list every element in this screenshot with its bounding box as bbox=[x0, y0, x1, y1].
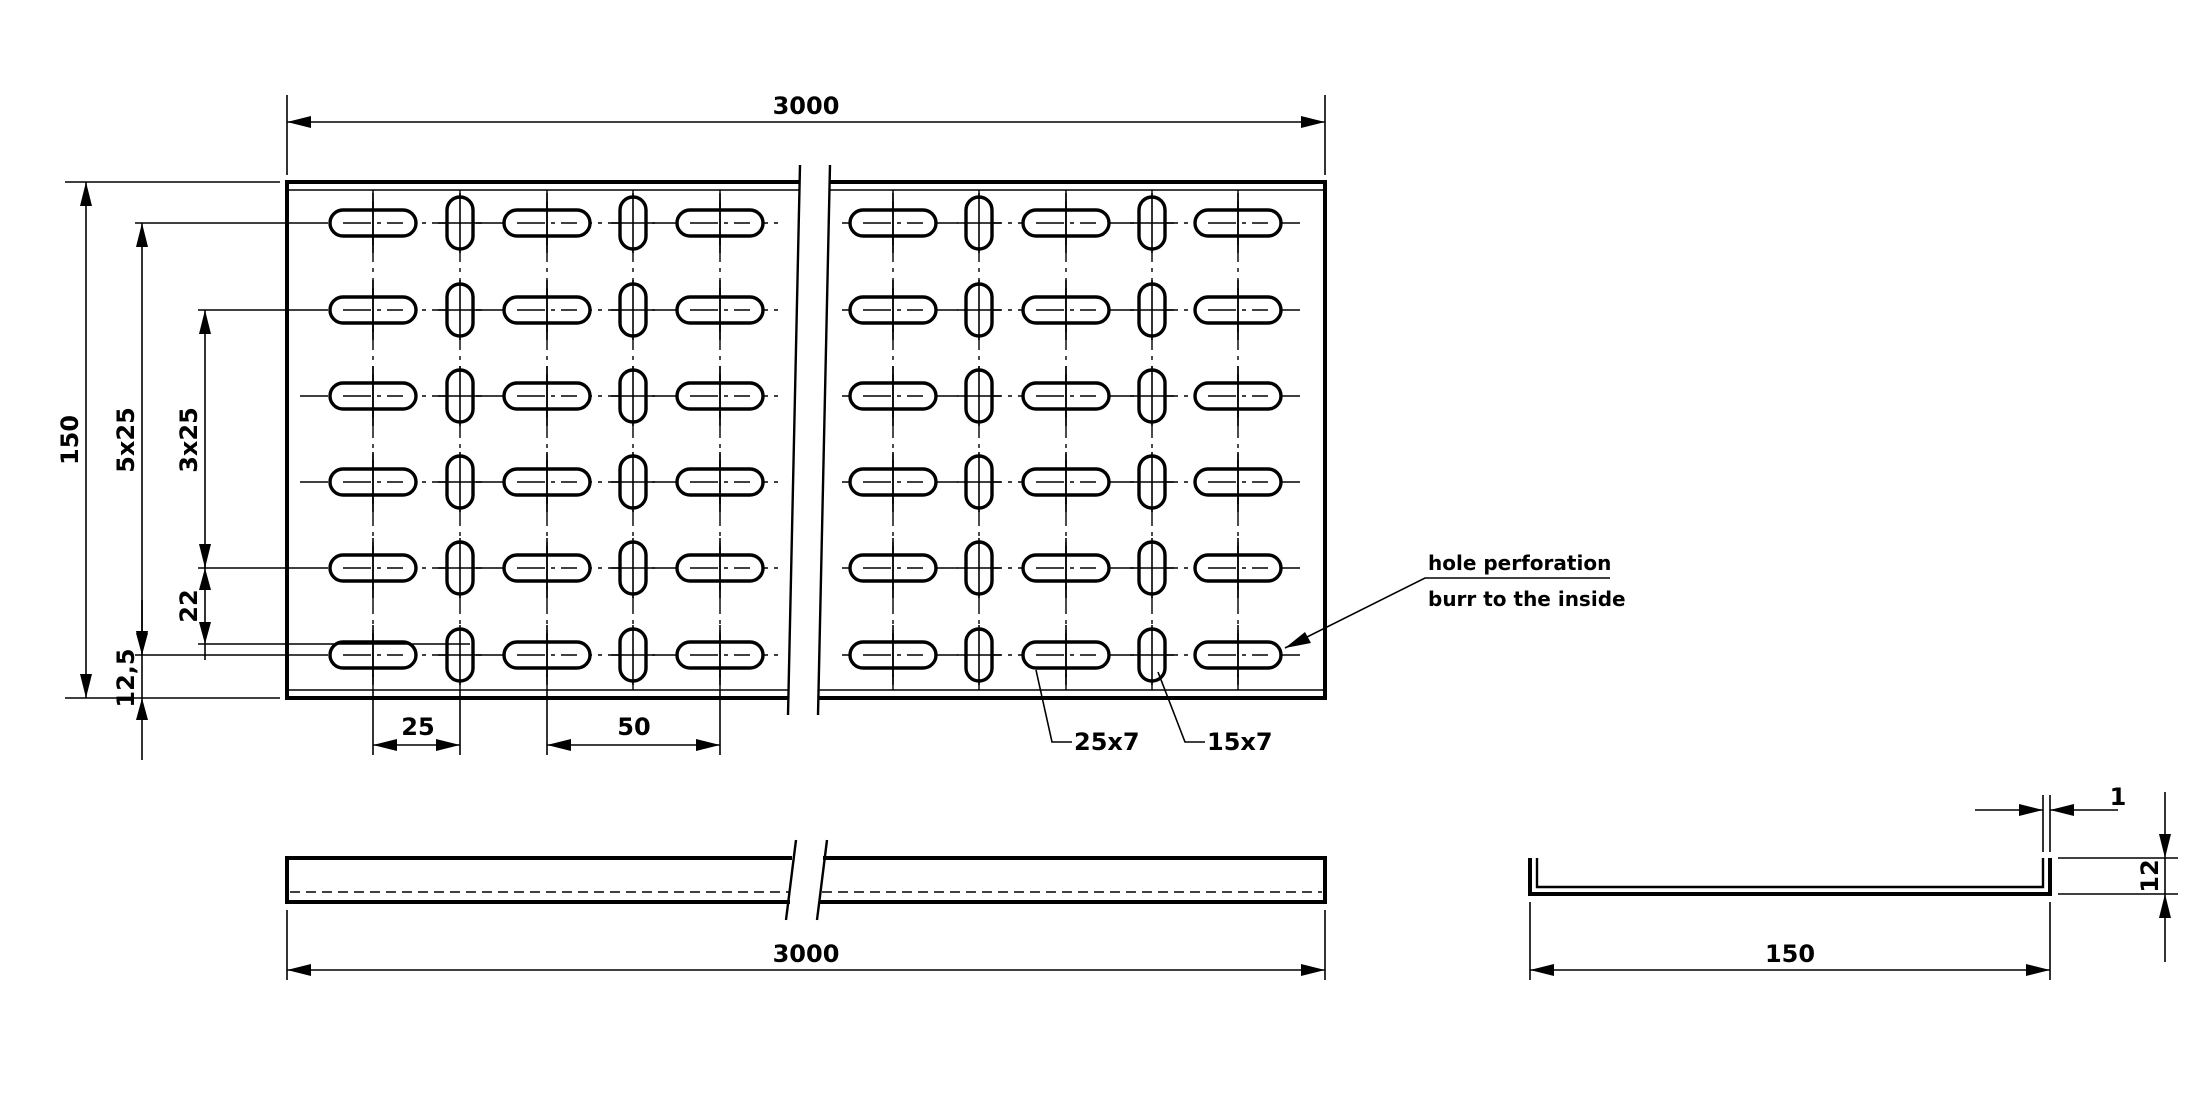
dim-section-height: 12 bbox=[2058, 792, 2178, 962]
dim-width-150-label: 150 bbox=[56, 415, 84, 465]
dim-5x25-label: 5x25 bbox=[112, 407, 140, 473]
section-profile-inner bbox=[1535, 858, 2045, 889]
note-line-2: burr to the inside bbox=[1428, 587, 1626, 611]
break-line-right bbox=[816, 164, 832, 716]
dim-50: 50 bbox=[546, 690, 721, 755]
section-view: 150 12 1 bbox=[1528, 783, 2178, 980]
dim-22-label: 22 bbox=[175, 589, 203, 622]
dim-25-label: 25 bbox=[401, 713, 434, 741]
dim-5x25: 5x25 bbox=[112, 222, 300, 655]
callout-slot-short: 15x7 bbox=[1157, 671, 1273, 756]
dim-12-5-label: 12,5 bbox=[112, 648, 140, 707]
side-break-left bbox=[784, 839, 798, 921]
callout-slot-long: 25x7 bbox=[1035, 669, 1140, 756]
callout-slot-short-label: 15x7 bbox=[1207, 728, 1273, 756]
note-hole-perforation: hole perforation burr to the inside bbox=[1284, 551, 1626, 649]
dim-3x25: 3x25 bbox=[175, 309, 300, 568]
side-break-right bbox=[815, 839, 829, 921]
dim-22: 22 bbox=[175, 555, 470, 660]
dim-12-5: 12,5 bbox=[112, 600, 300, 760]
dim-length-side-label: 3000 bbox=[773, 940, 840, 968]
dim-width-150: 150 bbox=[56, 181, 280, 699]
dim-section-width: 150 bbox=[1529, 902, 2051, 980]
plate-outline-right bbox=[818, 180, 1327, 700]
section-profile bbox=[1528, 858, 2052, 896]
side-outline-left bbox=[285, 856, 792, 904]
dim-50-label: 50 bbox=[617, 713, 650, 741]
side-outline-right bbox=[820, 856, 1327, 904]
break-line-left bbox=[786, 164, 802, 716]
perforation-pattern bbox=[300, 190, 1300, 690]
dim-25: 25 bbox=[372, 690, 461, 755]
dim-section-height-label: 12 bbox=[2136, 859, 2164, 892]
side-view: 3000 bbox=[285, 839, 1327, 980]
note-line-1: hole perforation bbox=[1428, 551, 1611, 575]
dim-section-thickness: 1 bbox=[1975, 783, 2126, 852]
dim-length-top: 3000 bbox=[286, 92, 1326, 175]
callout-slot-long-label: 25x7 bbox=[1074, 728, 1140, 756]
dim-length-side: 3000 bbox=[286, 910, 1326, 980]
dim-section-thickness-label: 1 bbox=[2110, 783, 2127, 811]
dim-3x25-label: 3x25 bbox=[175, 407, 203, 473]
plate-outline-left bbox=[285, 180, 800, 700]
dim-length-top-label: 3000 bbox=[773, 92, 840, 120]
dim-section-width-label: 150 bbox=[1765, 940, 1815, 968]
top-view: 3000 150 5x25 3x25 bbox=[56, 92, 1626, 760]
